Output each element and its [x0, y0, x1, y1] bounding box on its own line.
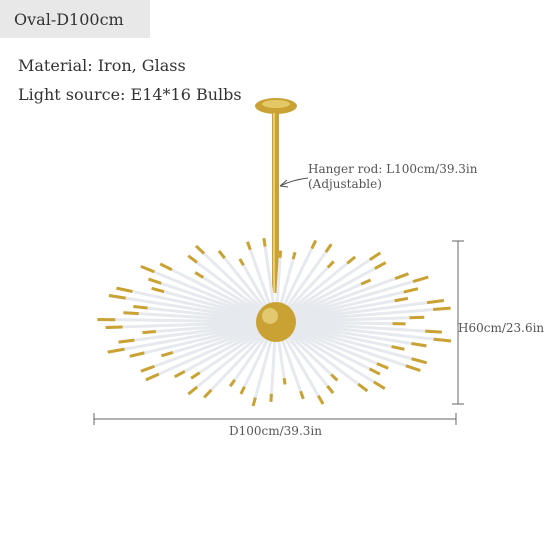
- brass-rod-tip: [262, 237, 267, 247]
- brass-rod-tip: [174, 370, 186, 379]
- brass-rod-tip: [357, 382, 369, 393]
- brass-rod-tip: [310, 239, 318, 250]
- glass-rod: [275, 320, 428, 365]
- brass-rod-tip: [161, 351, 174, 358]
- hanger-rod-label: Hanger rod: L100cm/39.3in (Adjustable): [308, 162, 477, 192]
- brass-rod-tip: [148, 277, 162, 285]
- glass-rod: [140, 264, 277, 324]
- brass-rod-tip: [129, 351, 145, 358]
- glass-rod-spokes: [97, 237, 452, 407]
- light-source-spec: Light source: E14*16 Bulbs: [18, 85, 242, 104]
- brass-rod-tip: [403, 287, 419, 294]
- brass-rod-tip: [159, 262, 173, 272]
- brass-rod-tip: [187, 254, 198, 264]
- brass-rod-tip: [433, 337, 452, 343]
- glass-rod: [275, 320, 386, 390]
- brass-rod-tip: [376, 362, 389, 370]
- brass-rod-tip: [369, 251, 382, 262]
- glass-rod: [275, 320, 421, 372]
- brass-rod-tip: [394, 296, 409, 303]
- brass-rod-tip: [107, 347, 125, 354]
- hanger-rod-adjustable: (Adjustable): [308, 177, 382, 191]
- brass-rod-tip: [228, 378, 237, 388]
- brass-rod-tip: [360, 278, 372, 286]
- width-dimension-line: [93, 413, 457, 425]
- brass-rod-tip: [326, 260, 335, 269]
- material-spec: Material: Iron, Glass: [18, 56, 186, 75]
- glass-rod: [145, 320, 277, 382]
- brass-rod-tip: [269, 393, 273, 402]
- brass-rod-tip: [251, 397, 257, 407]
- brass-rod-tip: [140, 364, 155, 373]
- brass-rod-tip: [291, 251, 297, 260]
- brass-rod-tip: [239, 386, 246, 395]
- brass-rod-tip: [217, 250, 226, 260]
- brass-rod-tip: [412, 275, 429, 283]
- brass-rod-tip: [391, 345, 405, 351]
- brass-rod-tip: [108, 293, 126, 300]
- product-title: Oval-D100cm: [14, 9, 124, 29]
- brass-rod-tip: [194, 271, 205, 279]
- brass-rod-tip: [326, 385, 335, 395]
- brass-rod-tip: [105, 325, 123, 329]
- brass-rod-tip: [246, 241, 252, 251]
- brass-rod-tip: [374, 261, 387, 270]
- brass-rod-tip: [194, 244, 206, 255]
- brass-rod-tip: [411, 342, 427, 348]
- glass-rod: [275, 315, 425, 324]
- brass-rod-tip: [238, 258, 245, 267]
- brass-rod-tip: [123, 311, 139, 316]
- product-title-box: Oval-D100cm: [0, 0, 150, 38]
- brass-rod-tip: [405, 364, 421, 372]
- brass-rod-tip: [324, 243, 333, 253]
- brass-rod-tip: [425, 329, 442, 334]
- brass-rod-tip: [187, 385, 199, 396]
- central-sphere: [256, 302, 296, 342]
- brass-rod-tip: [373, 380, 386, 390]
- brass-rod-tip: [433, 306, 451, 312]
- brass-rod-tip: [282, 377, 287, 385]
- brass-rod-tip: [346, 255, 357, 265]
- brass-rod-tip: [140, 264, 155, 274]
- brass-rod-tip: [394, 272, 410, 280]
- height-dimension-line: [452, 240, 464, 405]
- brass-rod-tip: [116, 286, 133, 293]
- brass-rod-tip: [299, 390, 305, 400]
- brass-rod-tip: [133, 304, 148, 310]
- brass-rod-tip: [203, 388, 213, 399]
- brass-rod-tip: [426, 299, 444, 305]
- hanger-rod-length: Hanger rod: L100cm/39.3in: [308, 162, 478, 176]
- glass-rod: [116, 286, 277, 324]
- glass-rod: [275, 275, 429, 324]
- brass-rod-tip: [190, 371, 201, 380]
- brass-rod-tip: [368, 367, 381, 376]
- brass-rod-tip: [145, 372, 160, 382]
- brass-rod-tip: [330, 373, 339, 382]
- glass-rod: [275, 251, 382, 324]
- brass-rod-tip: [118, 338, 135, 344]
- brass-rod-tip: [411, 357, 428, 365]
- glass-rod: [159, 262, 277, 324]
- brass-rod-tip: [317, 395, 325, 405]
- brass-rod-tip: [142, 330, 156, 335]
- hanger-rod: [272, 113, 279, 293]
- hanger-arrow: [279, 177, 309, 187]
- width-label: D100cm/39.3in: [229, 424, 322, 438]
- glass-rod: [275, 261, 387, 324]
- brass-rod-tip: [151, 286, 165, 294]
- height-label: H60cm/23.6in: [458, 321, 545, 335]
